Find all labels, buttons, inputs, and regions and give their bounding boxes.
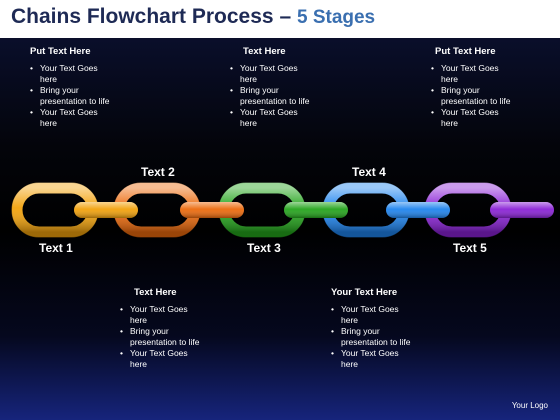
bullet-item: Bring your presentation to life (431, 85, 511, 107)
slide-title: Chains Flowchart Process – 5 Stages (11, 5, 375, 29)
block-heading: Text Here (134, 287, 177, 298)
top-text-block-1: Put Text Here Your Text Goes here Bring … (30, 46, 110, 129)
chain-connector-1-shine (74, 202, 138, 218)
top-text-block-3: Put Text Here Your Text Goes here Bring … (431, 46, 511, 129)
block-heading: Your Text Here (331, 287, 398, 298)
block-heading: Text Here (243, 46, 286, 57)
title-main: Chains Flowchart Process (11, 5, 274, 28)
chain-connector-3-shine (284, 202, 348, 218)
block-heading: Put Text Here (30, 46, 91, 57)
title-bar: Chains Flowchart Process – 5 Stages (0, 0, 560, 38)
chain-connector-4-shine (386, 202, 450, 218)
chain-label-1: Text 1 (39, 241, 73, 255)
chain-connector-5-shine (490, 202, 554, 218)
bullet-item: Your Text Goes here (331, 348, 411, 370)
bullet-item: Bring your presentation to life (120, 326, 200, 348)
chain-connector-2-shine (180, 202, 244, 218)
chain-label-4: Text 4 (352, 165, 386, 179)
logo-text: Your Logo (511, 401, 548, 410)
bullet-list: Your Text Goes here Bring your presentat… (230, 63, 310, 129)
bottom-text-block-2: Your Text Here Your Text Goes here Bring… (331, 287, 411, 370)
bullet-item: Your Text Goes here (431, 107, 511, 129)
bullet-list: Your Text Goes here Bring your presentat… (120, 304, 200, 370)
bullet-item: Your Text Goes here (120, 304, 200, 326)
bullet-list: Your Text Goes here Bring your presentat… (30, 63, 110, 129)
bullet-item: Your Text Goes here (431, 63, 511, 85)
bullet-item: Bring your presentation to life (230, 85, 310, 107)
bullet-item: Your Text Goes here (30, 107, 110, 129)
bullet-item: Bring your presentation to life (30, 85, 110, 107)
bullet-item: Your Text Goes here (331, 304, 411, 326)
bullet-item: Your Text Goes here (30, 63, 110, 85)
chain-label-5: Text 5 (453, 241, 487, 255)
block-heading: Put Text Here (435, 46, 496, 57)
title-dash: – (279, 5, 292, 28)
bullet-list: Your Text Goes here Bring your presentat… (331, 304, 411, 370)
bullet-item: Your Text Goes here (120, 348, 200, 370)
top-text-block-2: Text Here Your Text Goes here Bring your… (230, 46, 310, 129)
bullet-item: Bring your presentation to life (331, 326, 411, 348)
chain-label-2: Text 2 (141, 165, 175, 179)
bullet-list: Your Text Goes here Bring your presentat… (431, 63, 511, 129)
bullet-item: Your Text Goes here (230, 63, 310, 85)
bullet-item: Your Text Goes here (230, 107, 310, 129)
bottom-text-block-1: Text Here Your Text Goes here Bring your… (120, 287, 200, 370)
title-stages: 5 Stages (296, 7, 376, 28)
chain-label-3: Text 3 (247, 241, 281, 255)
